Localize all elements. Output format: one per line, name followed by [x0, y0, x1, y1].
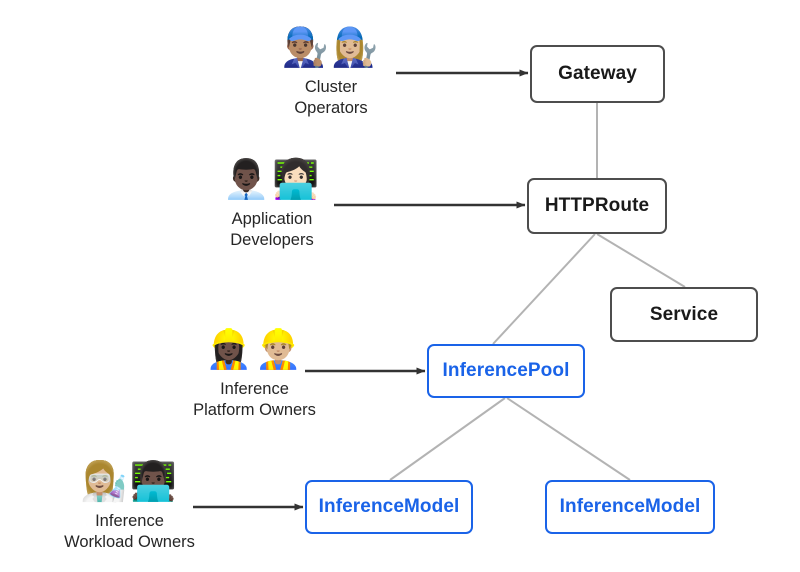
- relation-inferencepool-to-inferencemodel-2: [506, 397, 631, 481]
- node-label: InferenceModel: [318, 496, 460, 517]
- woman-construction-worker-icon-and-man-construction-worker-icon: 👷🏿‍♀️👷🏼‍♂️: [205, 327, 304, 371]
- node-label: InferenceModel: [559, 496, 701, 517]
- persona-inference-workload-owners: 👩🏼‍🔬👨🏿‍💻 Inference Workload Owners: [37, 459, 222, 553]
- persona-label: Inference Platform Owners: [193, 380, 316, 420]
- persona-cluster-operators: 👨🏽‍🔧👩🏼‍🔧 Cluster Operators: [255, 25, 407, 119]
- persona-label: Cluster Operators: [294, 78, 368, 118]
- node-service[interactable]: Service: [610, 287, 758, 342]
- relation-httproute-to-service: [596, 233, 686, 288]
- persona-application-developers: 👨🏿‍💼👩🏻‍💻 Application Developers: [196, 157, 348, 251]
- relation-lines: [389, 103, 686, 481]
- persona-label: Application Developers: [230, 210, 314, 250]
- man-mechanic-icon-and-woman-mechanic-icon: 👨🏽‍🔧👩🏼‍🔧: [281, 25, 381, 69]
- node-label: HTTPRoute: [544, 195, 650, 216]
- persona-arrows: [193, 69, 529, 511]
- node-label: Service: [649, 303, 719, 325]
- woman-scientist-icon-and-man-technologist-icon: 👩🏼‍🔬👨🏿‍💻: [80, 459, 179, 503]
- node-inferencemodel-1[interactable]: InferenceModel: [305, 480, 473, 534]
- relation-inferencepool-to-inferencemodel-1: [389, 397, 506, 481]
- node-inferencepool[interactable]: InferencePool: [427, 344, 585, 398]
- relation-httproute-to-inferencepool: [492, 233, 596, 345]
- persona-label: Inference Workload Owners: [64, 512, 195, 552]
- node-inferencemodel-2[interactable]: InferenceModel: [545, 480, 715, 534]
- node-gateway[interactable]: Gateway: [530, 45, 665, 103]
- node-label: Gateway: [558, 63, 637, 84]
- persona-inference-platform-owners: 👷🏿‍♀️👷🏼‍♂️ Inference Platform Owners: [162, 327, 347, 421]
- node-httproute[interactable]: HTTPRoute: [527, 178, 667, 234]
- node-label: InferencePool: [442, 360, 570, 381]
- man-office-worker-icon-and-woman-technologist-icon: 👨🏿‍💼👩🏻‍💻: [222, 157, 322, 201]
